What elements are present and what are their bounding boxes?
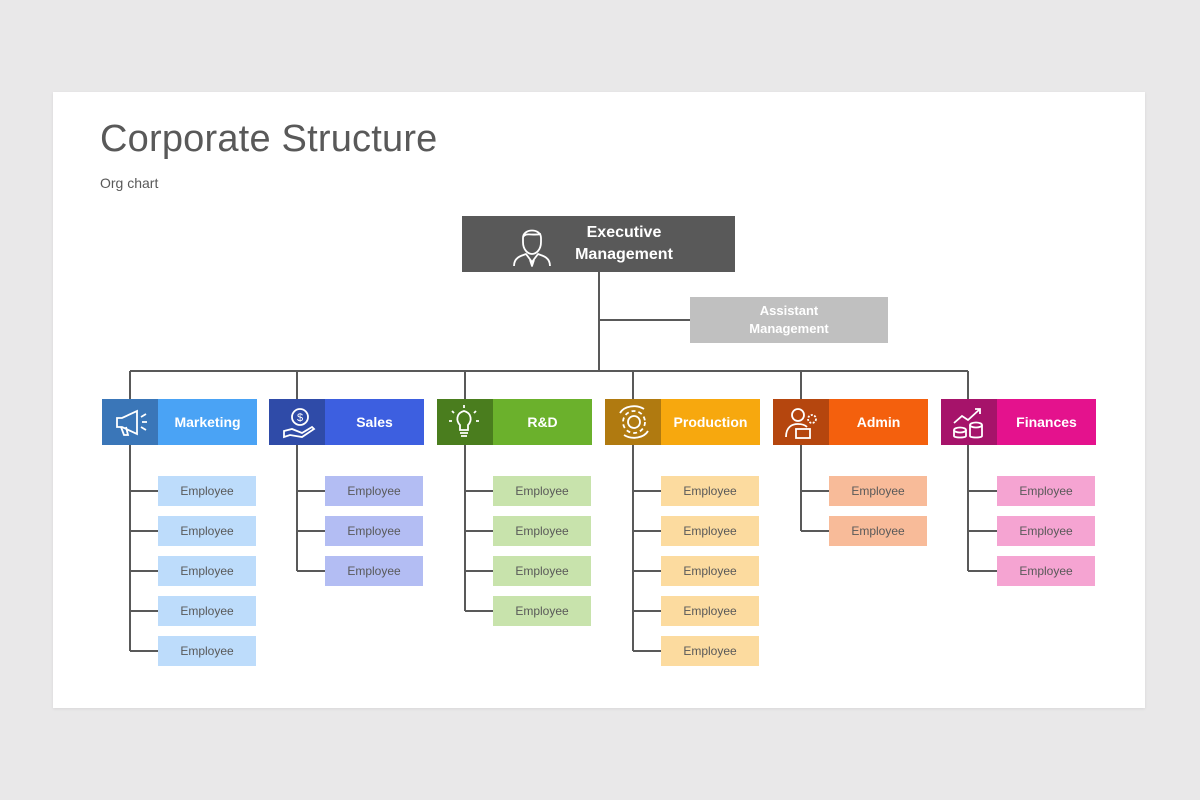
dept-label: Sales bbox=[325, 399, 424, 445]
svg-text:$: $ bbox=[297, 412, 303, 424]
employee-box: Employee bbox=[493, 516, 591, 546]
dept-label: Marketing bbox=[158, 399, 257, 445]
employee-box: Employee bbox=[661, 596, 759, 626]
employee-box: Employee bbox=[661, 636, 759, 666]
executive-management-box: Executive Management bbox=[462, 216, 735, 272]
employee-box: Employee bbox=[493, 596, 591, 626]
employee-box: Employee bbox=[158, 516, 256, 546]
dept-icon-cell bbox=[605, 399, 661, 445]
growth-coins-icon bbox=[953, 408, 983, 439]
dept-box-marketing: Marketing bbox=[102, 399, 257, 445]
dept-box-sales: $ Sales bbox=[269, 399, 424, 445]
employee-box: Employee bbox=[325, 476, 423, 506]
dept-box-finances: Finances bbox=[941, 399, 1096, 445]
employee-box: Employee bbox=[158, 636, 256, 666]
employee-box: Employee bbox=[158, 476, 256, 506]
employee-box: Employee bbox=[829, 476, 927, 506]
page-subtitle: Org chart bbox=[100, 175, 159, 191]
dept-box-r-d: R&D bbox=[437, 399, 592, 445]
employee-box: Employee bbox=[158, 556, 256, 586]
dept-label: Production bbox=[661, 399, 760, 445]
executive-management-label: Executive Management bbox=[575, 224, 673, 263]
dept-box-production: Production bbox=[605, 399, 760, 445]
employee-box: Employee bbox=[158, 596, 256, 626]
employee-box: Employee bbox=[829, 516, 927, 546]
lightbulb-icon bbox=[449, 405, 479, 437]
dept-icon-cell bbox=[437, 399, 493, 445]
user-icon bbox=[513, 229, 551, 267]
dept-icon-cell bbox=[102, 399, 158, 445]
megaphone-icon bbox=[116, 409, 147, 436]
employee-box: Employee bbox=[325, 516, 423, 546]
assistant-management-box: Assistant Management bbox=[690, 297, 888, 343]
employee-box: Employee bbox=[997, 476, 1095, 506]
gear-icon bbox=[619, 405, 649, 439]
admin-person-icon bbox=[785, 408, 817, 439]
employee-box: Employee bbox=[325, 556, 423, 586]
dept-label: R&D bbox=[493, 399, 592, 445]
employee-box: Employee bbox=[997, 556, 1095, 586]
dept-icon-cell bbox=[941, 399, 997, 445]
page-title: Corporate Structure bbox=[100, 118, 438, 160]
employee-box: Employee bbox=[493, 476, 591, 506]
dept-label: Admin bbox=[829, 399, 928, 445]
dept-label: Finances bbox=[997, 399, 1096, 445]
dept-box-admin: Admin bbox=[773, 399, 928, 445]
money-hand-icon: $ bbox=[283, 408, 316, 439]
employee-box: Employee bbox=[997, 516, 1095, 546]
dept-icon-cell: $ bbox=[269, 399, 325, 445]
employee-box: Employee bbox=[493, 556, 591, 586]
employee-box: Employee bbox=[661, 476, 759, 506]
employee-box: Employee bbox=[661, 516, 759, 546]
dept-icon-cell bbox=[773, 399, 829, 445]
employee-box: Employee bbox=[661, 556, 759, 586]
